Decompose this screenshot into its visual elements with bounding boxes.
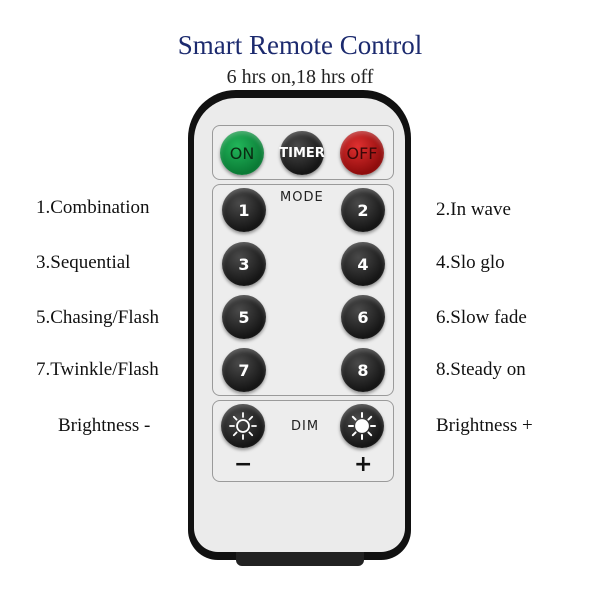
mode-button-8[interactable]: 8 (341, 348, 385, 392)
label-mode-5: 5.Chasing/Flash (36, 307, 159, 328)
label-mode-2: 2.In wave (436, 199, 511, 220)
off-button[interactable]: OFF (340, 131, 384, 175)
mode-button-6[interactable]: 6 (341, 295, 385, 339)
brightness-down-button[interactable] (221, 404, 265, 448)
page-title: Smart Remote Control (177, 30, 423, 60)
label-mode-3: 3.Sequential (36, 252, 131, 273)
on-button[interactable]: ON (220, 131, 264, 175)
mode-button-7[interactable]: 7 (222, 348, 266, 392)
label-mode-8: 8.Steady on (436, 359, 526, 380)
plus-sign: + (354, 452, 373, 477)
label-mode-1: 1.Combination (36, 197, 150, 218)
mode-label: MODE (280, 190, 324, 205)
label-mode-6: 6.Slow fade (436, 307, 527, 328)
remote-foot (236, 552, 364, 566)
brightness-up-button[interactable] (340, 404, 384, 448)
timer-button[interactable]: TIMER (279, 131, 325, 175)
mode-button-4[interactable]: 4 (341, 242, 385, 286)
minus-sign: − (234, 452, 253, 477)
label-brightness-up: Brightness + (436, 415, 533, 436)
label-mode-7: 7.Twinkle/Flash (36, 359, 159, 380)
sun-icon (348, 412, 376, 440)
mode-button-1[interactable]: 1 (222, 188, 266, 232)
mode-button-5[interactable]: 5 (222, 295, 266, 339)
sun-icon (229, 412, 257, 440)
label-brightness-down: Brightness - (58, 415, 151, 436)
dim-label: DIM (291, 419, 320, 434)
mode-button-3[interactable]: 3 (222, 242, 266, 286)
timer-note: 6 hrs on,18 hrs off (226, 66, 374, 88)
label-mode-4: 4.Slo glo (436, 252, 505, 273)
mode-button-2[interactable]: 2 (341, 188, 385, 232)
